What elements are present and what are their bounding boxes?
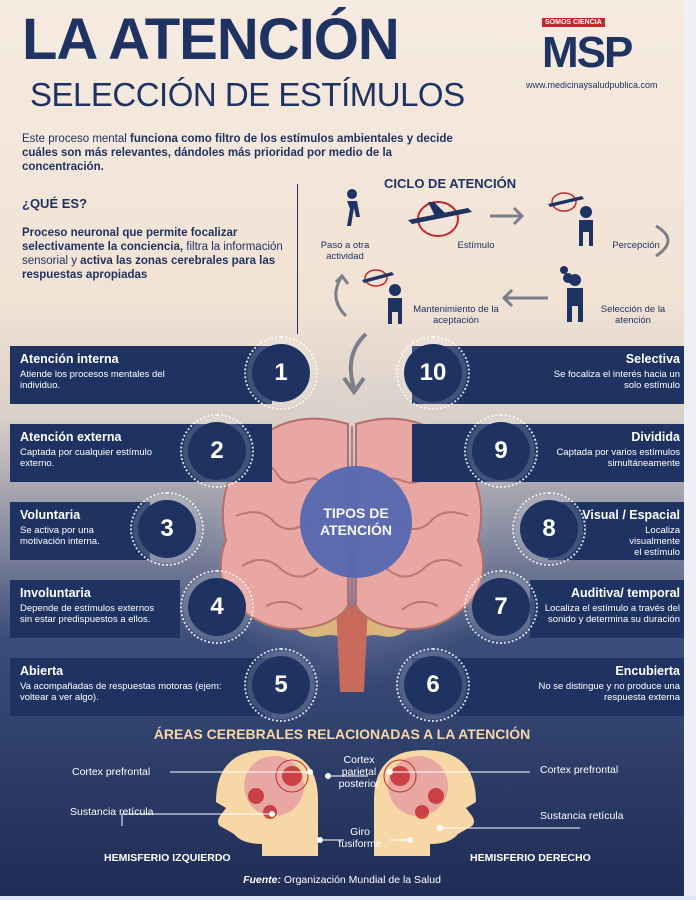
ciclo-seleccion: Selección de la atención xyxy=(600,304,666,326)
type-desc: No se distingue y no produce una respues… xyxy=(538,681,680,703)
label-giro-fusiforme: Giro fusiforme xyxy=(338,826,382,850)
type-title: Selectiva xyxy=(625,352,680,366)
type-desc: Depende de estímulos externos sin estar … xyxy=(20,603,155,625)
arrow-right-icon xyxy=(490,206,525,226)
right-edge xyxy=(684,0,696,900)
number-badge-9: 9 xyxy=(464,414,538,488)
ciclo-mantenimiento: Mantenimiento de la aceptación xyxy=(413,304,499,326)
heads-illustration xyxy=(216,750,476,856)
ciclo-paso: Paso a otra actividad xyxy=(320,240,370,262)
que-es-a: Proceso neuronal que permite focalizar s… xyxy=(22,227,238,253)
person-perceiving-icon xyxy=(579,206,593,246)
number-badge-3: 3 xyxy=(130,492,204,566)
number-badge-1: 1 xyxy=(244,336,318,410)
label-sustancia-left: Sustancia retícula xyxy=(70,806,154,818)
main-title: LA ATENCIÓN xyxy=(22,7,400,72)
number-badge-7: 7 xyxy=(464,570,538,644)
person-maintaining-icon xyxy=(362,269,402,324)
type-title: Encubierta xyxy=(615,664,680,678)
msp-logo[interactable]: SOMOS CIENCIA MSP www.medicinaysaludpubl… xyxy=(526,18,676,90)
cycle-diagram xyxy=(334,189,670,324)
number-badge-6: 6 xyxy=(396,648,470,722)
type-title: Auditiva/ temporal xyxy=(570,586,680,600)
label-hemisferio-derecho: HEMISFERIO DERECHO xyxy=(470,852,591,864)
type-desc: Localiza el estímulo a través del sonido… xyxy=(544,603,680,625)
type-title: Abierta xyxy=(20,664,64,678)
label-cortex-prefrontal-left: Cortex prefrontal xyxy=(72,766,151,778)
type-card-5[interactable]: Abierta Va acompañadas de respuestas mot… xyxy=(10,658,272,716)
type-title: Atención interna xyxy=(20,352,119,366)
source-credit: Fuente: Organización Mundial de la Salud xyxy=(0,874,684,886)
type-title: Voluntaria xyxy=(20,508,81,522)
type-card-1[interactable]: Atención interna Atiende los procesos me… xyxy=(10,346,272,404)
number-badge-5: 5 xyxy=(244,648,318,722)
type-desc: Se focaliza el interés hacia un solo est… xyxy=(553,369,680,391)
type-title: Visual / Espacial xyxy=(582,508,680,522)
label-hemisferio-izquierdo: HEMISFERIO IZQUIERDO xyxy=(104,852,231,864)
intro-part-b: funciona como filtro de los estímulos am… xyxy=(22,133,453,173)
label-cortex-prefrontal-right: Cortex prefrontal xyxy=(540,764,619,776)
type-desc: Captada por cualquier estímulo externo. xyxy=(20,447,153,469)
ciclo-estimulo: Estímulo xyxy=(457,240,495,251)
airplane-icon xyxy=(408,201,472,237)
source-text: Organización Mundial de la Salud xyxy=(280,874,441,886)
tipos-de-atencion-center: TIPOS DE ATENCIÓN xyxy=(300,466,412,578)
curve-arrow-up-icon xyxy=(334,273,350,318)
type-desc: Captada por varios estímulos simultáneam… xyxy=(556,447,680,469)
type-desc: Localiza visualmente el estímulo xyxy=(629,525,680,558)
logo-tag: SOMOS CIENCIA xyxy=(542,18,605,27)
type-desc: Se activa por una motivación interna. xyxy=(20,525,100,547)
number-badge-8: 8 xyxy=(512,492,586,566)
head-left-icon xyxy=(216,750,318,856)
que-es-heading: ¿QUÉ ES? xyxy=(22,196,88,211)
person-thinking-icon xyxy=(560,266,583,322)
number-badge-4: 4 xyxy=(180,570,254,644)
type-card-4[interactable]: Involuntaria Depende de estímulos extern… xyxy=(10,580,180,638)
type-card-7[interactable]: Auditiva/ temporal Localiza el estímulo … xyxy=(530,580,684,638)
intro-part-a: Este proceso mental xyxy=(22,133,131,145)
arrow-left-icon xyxy=(501,288,548,308)
type-title: Involuntaria xyxy=(20,586,91,600)
number-badge-2: 2 xyxy=(180,414,254,488)
curve-arrow-right-icon xyxy=(655,224,670,258)
que-es-text: Proceso neuronal que permite focalizar s… xyxy=(22,226,292,282)
ciclo-percepcion: Percepción xyxy=(612,240,660,251)
infographic: LA ATENCIÓN SELECCIÓN DE ESTÍMULOS SOMOS… xyxy=(0,0,684,896)
logo-url[interactable]: www.medicinaysaludpublica.com xyxy=(526,80,658,90)
person-walking-icon xyxy=(347,189,360,226)
bottom-edge xyxy=(0,896,696,900)
que-es-b: filtra la información sensorial y xyxy=(22,241,283,267)
intro-text: Este proceso mental funciona como filtro… xyxy=(22,132,472,174)
type-title: Atención externa xyxy=(20,430,122,444)
que-es-c: activa las zonas cerebrales para las res… xyxy=(22,255,276,281)
area-connector-lines xyxy=(121,769,580,843)
airplane-small-icon xyxy=(548,192,584,212)
label-cortex-parietal: Cortex parietal posterior xyxy=(338,754,380,790)
type-title: Dividida xyxy=(631,430,680,444)
type-card-3[interactable]: Voluntaria Se activa por una motivación … xyxy=(10,502,150,560)
number-badge-10: 10 xyxy=(396,336,470,410)
type-desc: Va acompañadas de respuestas motoras (ej… xyxy=(20,681,222,703)
logo-mark: MSP xyxy=(542,28,633,77)
label-sustancia-right: Sustancia retícula xyxy=(540,810,624,822)
subtitle: SELECCIÓN DE ESTÍMULOS xyxy=(30,76,465,113)
type-card-9[interactable]: Dividida Captada por varios estímulos si… xyxy=(412,424,684,482)
down-arrow-icon xyxy=(342,332,368,396)
source-label: Fuente: xyxy=(243,874,281,886)
areas-title: ÁREAS CEREBRALES RELACIONADAS A LA ATENC… xyxy=(153,726,531,742)
cycle-divider xyxy=(297,184,298,334)
type-desc: Atiende los procesos mentales del indivi… xyxy=(20,369,165,391)
ciclo-title: CICLO DE ATENCIÓN xyxy=(384,176,517,191)
head-right-icon xyxy=(374,750,476,856)
